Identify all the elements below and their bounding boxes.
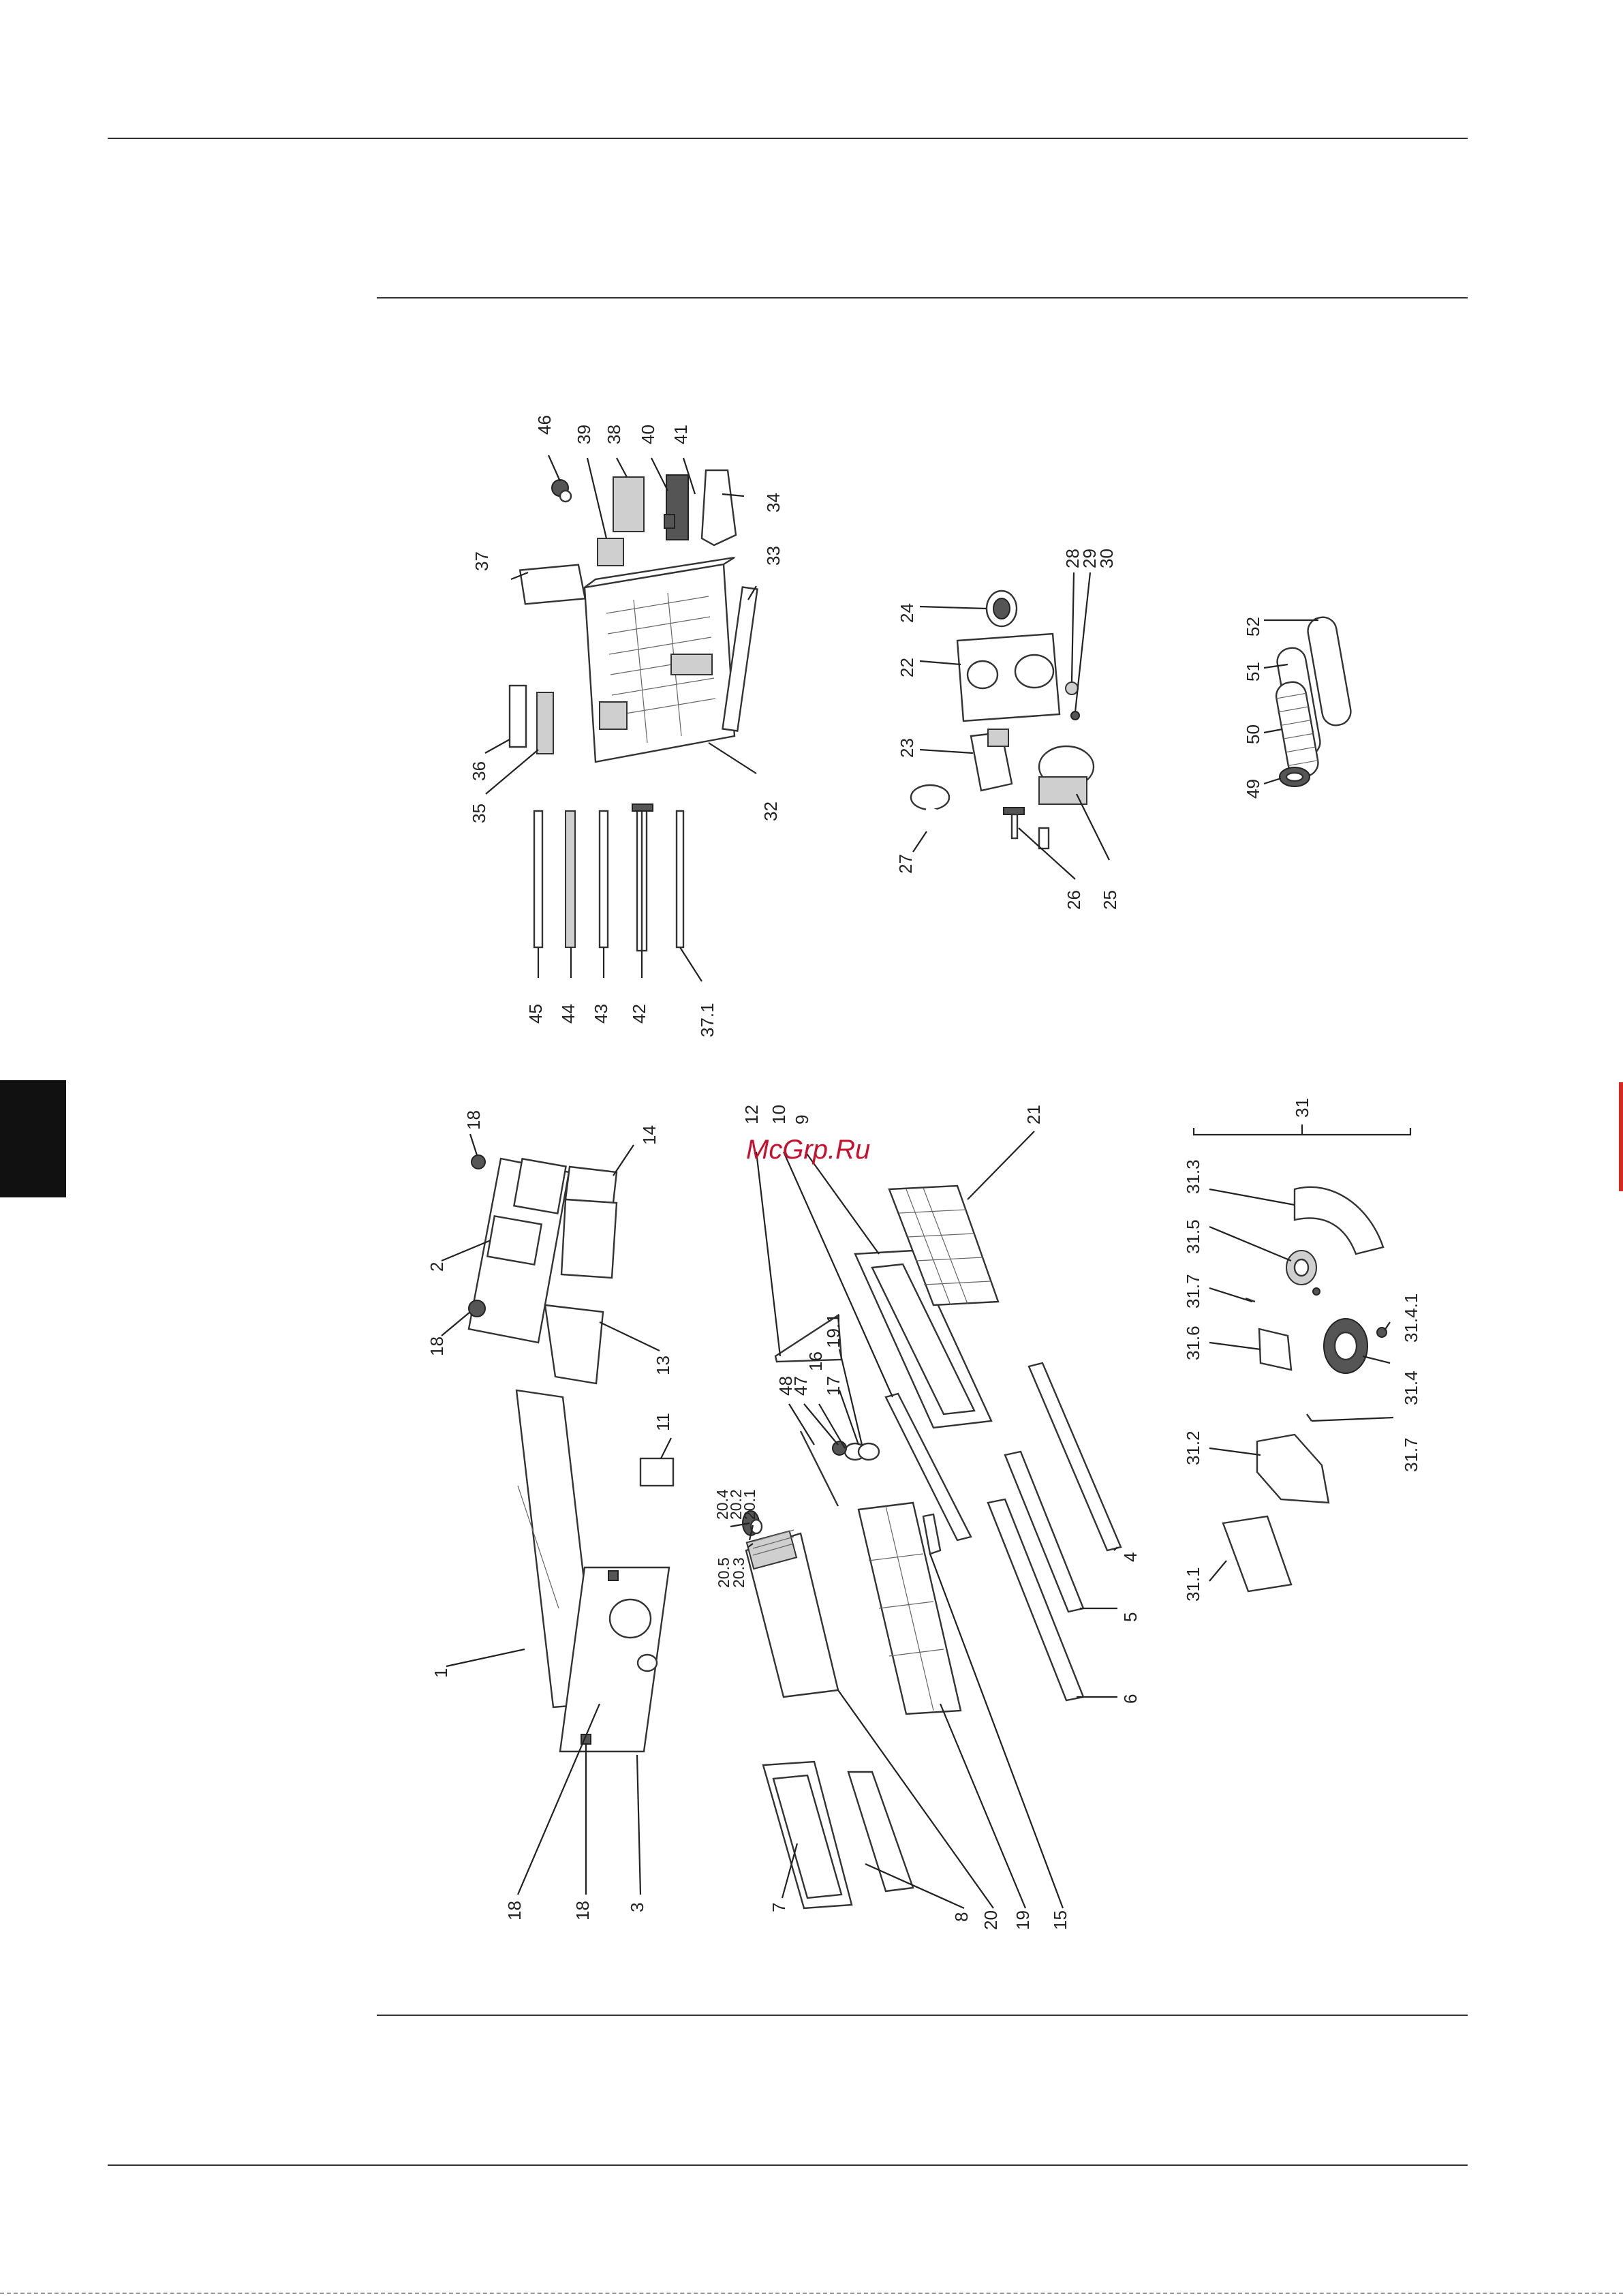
label-8: 8 [951,1912,972,1922]
label-41: 41 [670,425,691,444]
label-38: 38 [604,425,624,444]
label-31-2: 31.2 [1183,1430,1203,1465]
label-31-3: 31.3 [1183,1159,1203,1194]
label-26: 26 [1064,890,1084,910]
label-46: 46 [534,415,555,435]
label-50: 50 [1243,724,1263,744]
label-2: 2 [427,1262,447,1272]
label-44: 44 [558,1004,578,1024]
label-23: 23 [897,738,917,758]
label-19: 19 [1013,1910,1033,1930]
label-16: 16 [805,1351,826,1371]
label-42: 42 [629,1004,649,1024]
duct-parts: 52 51 50 49 [1243,615,1353,799]
label-10: 10 [769,1105,789,1124]
label-18-left: 18 [427,1336,447,1356]
label-37: 37 [472,551,492,571]
label-37-1: 37.1 [697,1002,717,1037]
label-4: 4 [1120,1552,1141,1562]
label-31-4-1: 31.4.1 [1401,1294,1421,1343]
label-51: 51 [1243,662,1263,682]
group-31-labels: 31 31.3 31.5 31.7 31.6 31.4.1 31.4 31.2 … [1183,1098,1421,1602]
label-19-1: 19.1 [823,1313,844,1348]
label-49: 49 [1243,779,1263,799]
label-31: 31 [1292,1098,1312,1118]
label-31-1: 31.1 [1183,1567,1203,1602]
label-52: 52 [1243,617,1263,637]
label-30: 30 [1096,549,1117,568]
label-43: 43 [591,1004,611,1024]
label-18-lower-b: 18 [572,1901,593,1920]
label-33: 33 [763,546,784,566]
label-17: 17 [823,1376,844,1396]
watermark-text: McGrp.Ru [746,1135,870,1165]
label-20: 20 [980,1910,1001,1930]
label-31-4: 31.4 [1401,1371,1421,1405]
label-40: 40 [638,425,658,444]
label-1: 1 [431,1668,451,1678]
label-35: 35 [469,803,489,823]
label-20-1: 20.1 [741,1489,758,1520]
label-31-7-top: 31.7 [1183,1274,1203,1308]
label-7: 7 [769,1903,789,1912]
label-34: 34 [763,493,784,512]
label-36: 36 [469,761,489,781]
label-13: 13 [653,1356,673,1375]
label-21: 21 [1023,1105,1044,1124]
label-25: 25 [1100,890,1120,910]
label-45: 45 [525,1004,546,1024]
label-31-7-bottom: 31.7 [1401,1437,1421,1472]
label-3: 3 [627,1903,647,1912]
label-39: 39 [574,425,594,444]
label-18-lower-a: 18 [504,1901,525,1920]
label-22: 22 [897,658,917,677]
group-31-assembly [1194,1124,1410,1591]
label-15: 15 [1050,1910,1070,1930]
label-20-3: 20.3 [730,1557,747,1588]
label-14: 14 [639,1125,660,1145]
control-box-assembly [510,470,758,951]
cabinet-assembly [469,1155,1121,1908]
label-11: 11 [653,1413,673,1431]
label-6: 6 [1120,1694,1141,1704]
label-12: 12 [741,1105,762,1124]
label-31-5: 31.5 [1183,1219,1203,1254]
label-31-6: 31.6 [1183,1326,1203,1360]
label-27: 27 [895,854,916,874]
label-9: 9 [792,1115,812,1124]
fan-unit-assembly [911,591,1094,886]
label-32: 32 [760,801,781,821]
label-47: 47 [790,1376,811,1396]
label-24: 24 [897,603,917,623]
label-5: 5 [1120,1612,1141,1622]
label-18-top: 18 [463,1110,484,1130]
